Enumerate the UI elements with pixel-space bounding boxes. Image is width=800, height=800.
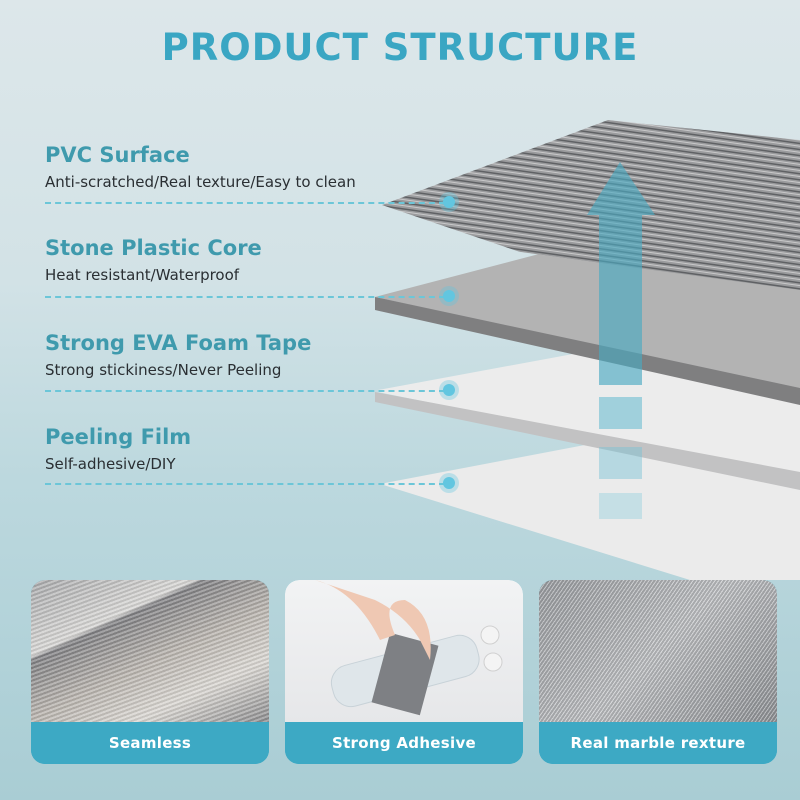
layer-subtitle: Anti-scratched/Real texture/Easy to clea… bbox=[45, 173, 356, 191]
feature-card-strong-adhesive: Strong Adhesive bbox=[285, 580, 523, 764]
pvc-surface-layer bbox=[382, 120, 800, 290]
up-arrow-icon bbox=[587, 162, 655, 519]
feature-caption: Strong Adhesive bbox=[285, 722, 523, 764]
layer-label-pvc-surface: PVC Surface Anti-scratched/Real texture/… bbox=[45, 142, 356, 193]
layer-stack-illustration bbox=[375, 120, 800, 580]
seamless-floor-image bbox=[31, 580, 269, 722]
layer-subtitle: Self-adhesive/DIY bbox=[45, 455, 176, 473]
connector-line bbox=[45, 202, 445, 204]
marble-texture-image bbox=[539, 580, 777, 722]
connector-dot-icon bbox=[443, 384, 455, 396]
layer-label-peeling-film: Peeling Film Self-adhesive/DIY bbox=[45, 424, 191, 475]
connector-line bbox=[45, 296, 445, 298]
hand-holding-tile-icon bbox=[315, 580, 503, 716]
page-title: PRODUCT STRUCTURE bbox=[161, 26, 639, 69]
layer-title: Stone Plastic Core bbox=[45, 236, 262, 260]
connector-dot-icon bbox=[443, 196, 455, 208]
feature-caption: Seamless bbox=[31, 722, 269, 764]
feature-card-seamless: Seamless bbox=[31, 580, 269, 764]
layer-title: Strong EVA Foam Tape bbox=[45, 331, 312, 355]
layer-title: Peeling Film bbox=[45, 425, 192, 449]
layer-title: PVC Surface bbox=[45, 143, 190, 167]
connector-line bbox=[45, 483, 445, 485]
layer-subtitle: Heat resistant/Waterproof bbox=[45, 266, 240, 284]
layer-label-stone-plastic-core: Stone Plastic Core Heat resistant/Waterp… bbox=[45, 235, 262, 286]
connector-dot-icon bbox=[443, 290, 455, 302]
adhesive-demo-image bbox=[285, 580, 523, 722]
connector-dot-icon bbox=[443, 477, 455, 489]
layer-label-eva-foam-tape: Strong EVA Foam Tape Strong stickiness/N… bbox=[45, 330, 311, 381]
layer-subtitle: Strong stickiness/Never Peeling bbox=[45, 361, 282, 379]
feature-caption: Real marble rexture bbox=[539, 722, 777, 764]
connector-line bbox=[45, 390, 445, 392]
stone-core-layer bbox=[375, 238, 800, 405]
feature-card-marble-texture: Real marble rexture bbox=[539, 580, 777, 764]
